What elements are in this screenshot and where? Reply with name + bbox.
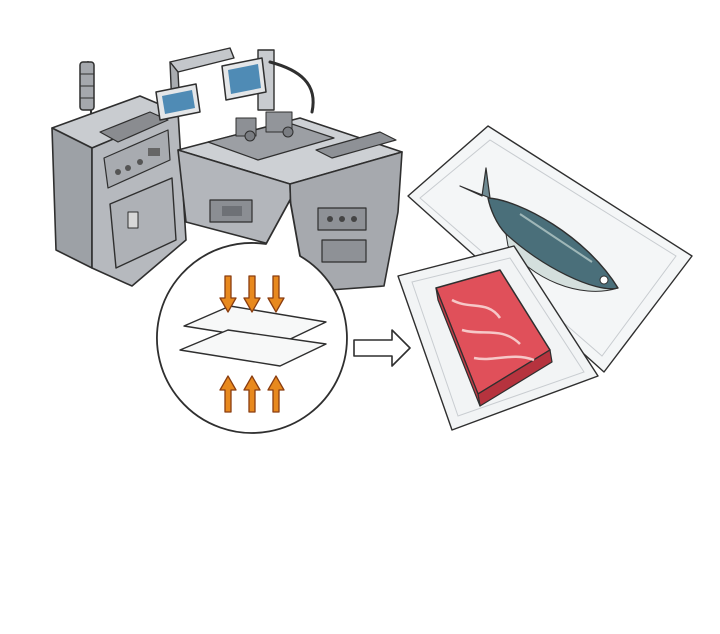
pressure-top-arrow-1 [219, 275, 237, 313]
vacuum-sealing-machine-icon [51, 47, 403, 291]
pressure-bottom-arrow-1 [219, 375, 237, 413]
process-callout [156, 199, 348, 434]
left-cabinet [51, 95, 187, 287]
pressure-bottom-arrow-2 [243, 375, 261, 413]
vacuum-packed-meat-icon [397, 245, 599, 431]
monitor-screen-left [155, 83, 201, 121]
pressure-bottom-arrow-3 [267, 375, 285, 413]
pressure-top-arrow-2 [243, 275, 261, 313]
pressure-top-arrow-3 [267, 275, 285, 313]
monitor-screen-right [221, 57, 267, 101]
main-machine-body [177, 111, 403, 291]
pressure-arrows-top [219, 275, 285, 313]
arrow-right-icon [353, 329, 411, 367]
pressure-arrows-bottom [219, 375, 285, 413]
film-press-icon [179, 305, 327, 367]
